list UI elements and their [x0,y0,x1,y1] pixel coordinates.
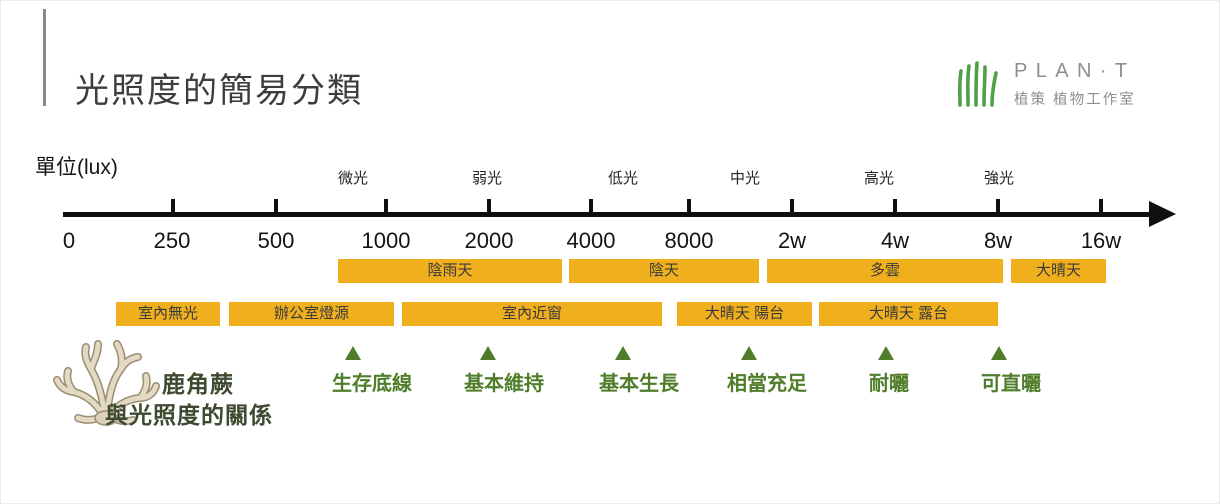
environment-bar: 大晴天 陽台 [677,302,812,326]
axis-tick-label: 4w [880,228,910,253]
brand-text: PLAN·T 植策 植物工作室 [1014,60,1136,109]
fern-caption-line1: 鹿角蕨 [162,371,234,397]
marker-triangle-icon [345,346,361,360]
brand-name: PLAN·T [1014,59,1136,82]
axis-tick [893,199,897,213]
staghorn-fern-illustration [53,340,160,426]
axis-tick-label: 0 [62,228,76,253]
axis-tick-label: 250 [153,228,191,253]
marker-triangle-icon [480,346,496,360]
axis-tick-label: 8000 [664,228,714,253]
axis-tick [790,199,794,213]
environment-bar: 辦公室燈源 [229,302,394,326]
weather-bar: 陰雨天 [338,259,562,283]
marker-label: 基本維持 [464,373,544,395]
axis-tick-label: 2w [777,228,807,253]
light-level-label: 強光 [983,170,1015,187]
fern-caption-line2: 與光照度的關係 [105,402,273,428]
axis-tick-label: 16w [1080,228,1122,253]
marker-label: 可直曬 [981,373,1041,395]
marker-label: 耐曬 [869,373,909,395]
marker-triangle-icon [991,346,1007,360]
axis-tick [589,199,593,213]
axis-tick-label: 8w [983,228,1013,253]
light-level-label: 微光 [337,170,369,187]
marker-triangle-icon [878,346,894,360]
light-level-label: 中光 [729,170,761,187]
axis-tick-label: 4000 [566,228,616,253]
light-level-label: 高光 [863,170,895,187]
light-level-label: 低光 [607,170,639,187]
title-accent-line [43,9,46,106]
brand-subtitle: 植策 植物工作室 [1014,91,1136,108]
environment-bar: 室內無光 [116,302,220,326]
axis-tick-label: 500 [257,228,295,253]
marker-triangle-icon [741,346,757,360]
axis-tick [996,199,1000,213]
marker-triangle-icon [615,346,631,360]
brand-logo: PLAN·T 植策 植物工作室 [955,59,1136,109]
axis-tick [384,199,388,213]
axis-tick [1099,199,1103,213]
axis-arrowhead-icon [1149,201,1176,227]
weather-bar: 大晴天 [1011,259,1106,283]
marker-label: 相當充足 [727,373,807,395]
environment-bar: 室內近窗 [402,302,662,326]
weather-bar: 陰天 [569,259,759,283]
weather-bar: 多雲 [767,259,1003,283]
axis-tick-label: 1000 [361,228,411,253]
axis-tick [274,199,278,213]
axis-tick [687,199,691,213]
page-title: 光照度的簡易分類 [75,72,363,110]
axis-tick-label: 2000 [464,228,514,253]
environment-bar: 大晴天 露台 [819,302,998,326]
axis-line [63,212,1155,217]
axis-unit-label: 單位(lux) [35,156,118,179]
marker-label: 基本生長 [599,373,679,395]
plant-logo-icon [957,61,998,107]
marker-label: 生存底線 [332,373,412,395]
axis-tick [171,199,175,213]
light-level-label: 弱光 [471,170,503,187]
axis-tick [487,199,491,213]
